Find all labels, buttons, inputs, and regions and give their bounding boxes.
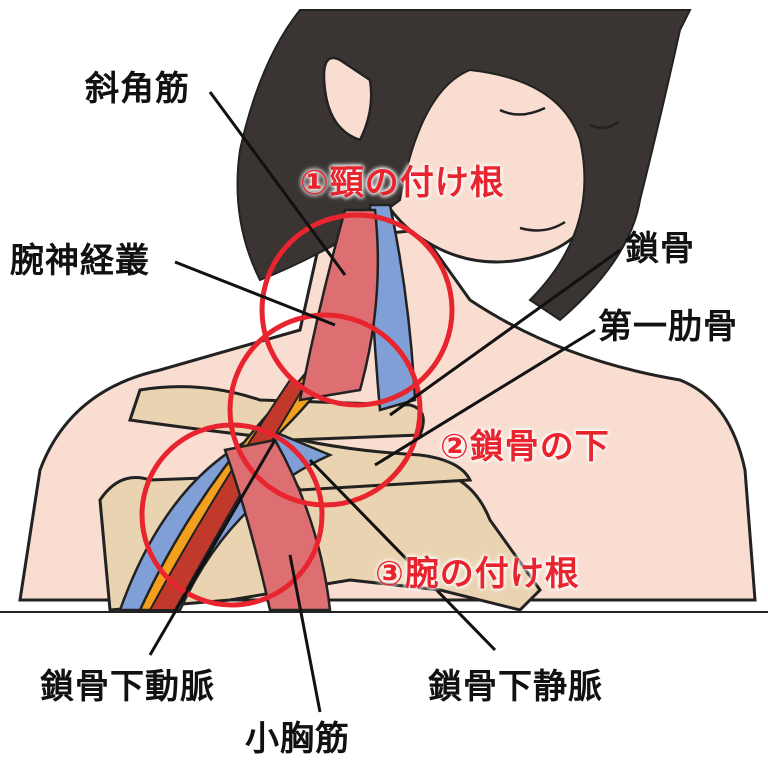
leader-subclavian-artery [148,439,277,656]
leader-subclavian-vein [308,458,497,652]
zone2-circle [227,312,423,508]
label-zone3: ③腕の付け根 [375,554,580,594]
leader-brachial-plexus [174,260,336,327]
label-subclavian-artery: 鎖骨下動脈 [40,667,215,707]
scalene-muscle [298,208,380,402]
label-subclavian-vein: 鎖骨下静脈 [428,667,603,707]
mouth [519,220,566,232]
zone1-circle [259,212,455,408]
ear [322,56,373,142]
leader-clavicle [389,248,621,417]
label-brachial-plexus: 腕神経叢 [10,241,150,281]
zone3-circle [139,422,325,608]
eye-left [499,106,546,116]
leader-lines [148,91,621,713]
eye-right [589,120,619,130]
label-scalene: 斜角筋 [85,69,190,109]
label-clavicle: 鎖骨 [625,229,695,269]
leader-pectoralis-minor [288,554,322,713]
label-zone1: ①頸の付け根 [300,163,505,203]
label-first-rib: 第一肋骨 [598,307,738,347]
label-zone2: ②鎖骨の下 [440,427,610,467]
label-pectoralis-minor: 小胸筋 [245,719,350,759]
leader-first-rib [374,328,596,467]
leader-scalene [208,91,347,276]
